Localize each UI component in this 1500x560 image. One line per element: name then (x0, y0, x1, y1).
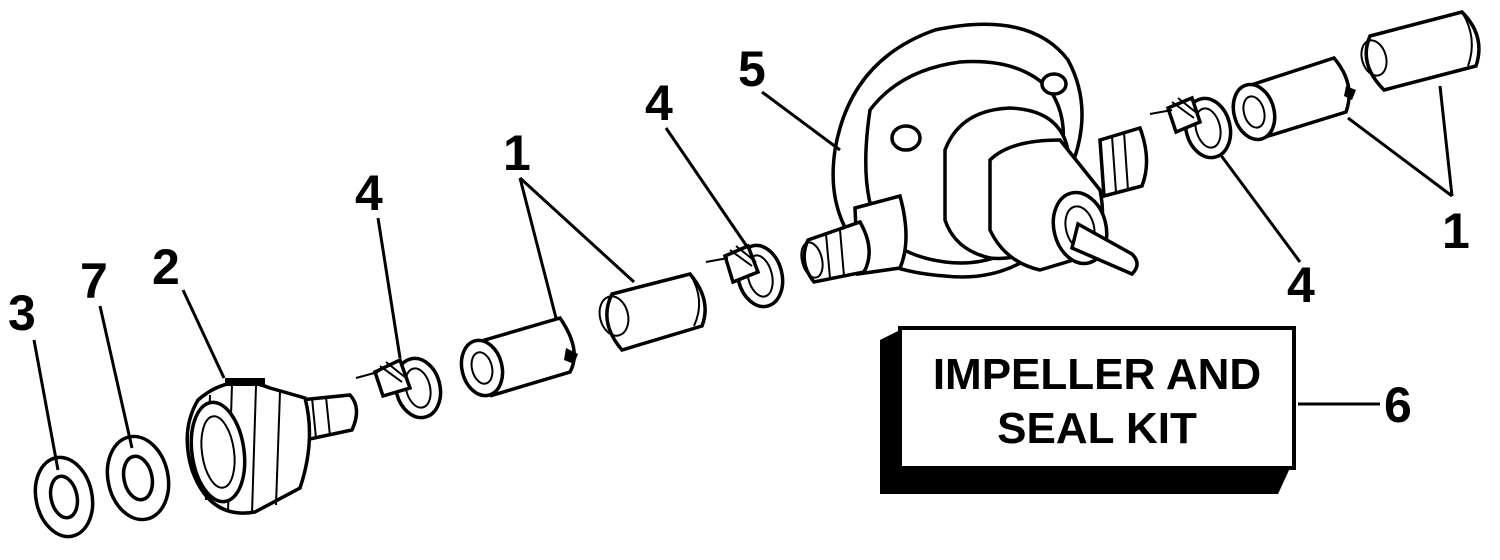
callout-4-left: 4 (355, 165, 383, 221)
hose-section-icon (459, 315, 578, 398)
callout-2: 2 (152, 239, 180, 295)
flat-washer-icon (33, 455, 95, 539)
hose-section-icon (1360, 10, 1481, 92)
kit-label-line2: SEAL KIT (997, 404, 1197, 453)
hose-section-icon (598, 272, 707, 353)
leader-lines (32, 85, 1454, 471)
kit-label-line1: IMPELLER AND (933, 350, 1261, 399)
hose-coupling-nut-icon (185, 378, 359, 515)
gasket-icon (105, 434, 171, 522)
hose-section-icon (1231, 55, 1356, 142)
hose-clamp-icon (355, 356, 443, 420)
callout-1-right: 1 (1442, 203, 1470, 259)
callout-4-right: 4 (1287, 257, 1315, 313)
hose-clamp-icon (705, 243, 785, 309)
water-pump-icon (800, 22, 1149, 284)
callout-4-mid: 4 (645, 75, 673, 131)
callout-1-mid: 1 (503, 125, 531, 181)
hose-clamp-icon (1149, 95, 1233, 160)
callout-3: 3 (8, 285, 36, 341)
callout-6: 6 (1384, 377, 1412, 433)
callout-7: 7 (80, 253, 108, 309)
impeller-seal-kit-box: IMPELLER AND SEAL KIT (880, 326, 1296, 494)
callout-5: 5 (738, 41, 766, 97)
